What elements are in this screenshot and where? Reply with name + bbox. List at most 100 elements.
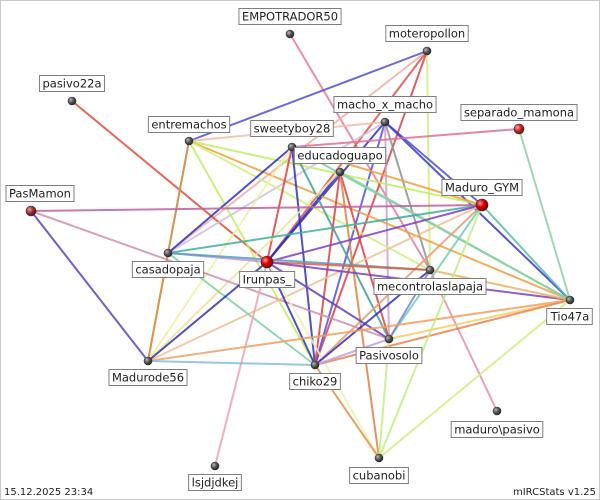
edge-maduro-gym-casadopaja (167, 204, 483, 254)
node-chiko29: chiko29 (289, 360, 341, 390)
node-label-sweetyboy28: sweetyboy28 (254, 122, 331, 136)
node-label-box-casadopaja (131, 261, 205, 278)
node-label-educadoguapo: educadoguapo (297, 149, 382, 163)
edge-entremachos-chiko29 (188, 140, 316, 366)
node-label-box-empotrador50 (238, 8, 342, 25)
node-label-lsjdjdkej: lsjdjdkej (192, 476, 239, 490)
edge-irunpas-mecontrolaslapaja (266, 261, 431, 271)
node-label-mecontrolaslapaja: mecontrolaslapaja (377, 280, 483, 294)
node-label-box-educadoguapo (293, 147, 387, 164)
node-label-macho-x-macho: macho_x_macho (337, 98, 433, 112)
edge-educadoguapo-tio47a (339, 171, 571, 301)
timestamp: 15.12.2025 23:34 (4, 487, 93, 498)
node-label-maduro-gym: Maduro_GYM (445, 181, 519, 195)
node-label-moteropollon: moteropollon (389, 27, 465, 41)
edge-educadoguapo-chiko29 (314, 171, 341, 366)
version-label: mIRCStats v1.25 (513, 487, 596, 498)
node-label-box-pasmamon (5, 185, 75, 202)
node-macho-x-macho: macho_x_macho (333, 96, 437, 127)
node-label-irunpas: Irunpas_ (243, 273, 292, 287)
node-pasivosolo: Pasivosolo (355, 334, 423, 364)
node-lsjdjdkej: lsjdjdkej (188, 461, 242, 491)
node-maduro-pasivo: maduro\pasivo (450, 406, 544, 438)
node-pasivo22a: pasivo22a (38, 75, 106, 106)
node-dot-casadopaja (163, 248, 173, 258)
edge-sweetyboy28-chiko29 (291, 146, 316, 366)
node-dot-separado-mamona (513, 123, 525, 135)
edge-pasmamon-pasivosolo (30, 210, 390, 340)
node-label-box-moteropollon (385, 25, 469, 42)
edge-pasivo22a-irunpas (71, 100, 268, 263)
node-label-madurode56: Madurode56 (112, 371, 184, 385)
edge-tio47a-madurode56 (147, 299, 571, 362)
node-label-tio47a: Tio47a (550, 310, 590, 324)
node-pasmamon: PasMamon (5, 185, 75, 217)
node-label-box-cubanobi (349, 467, 409, 484)
node-label-box-entremachos (147, 116, 231, 133)
edge-educadoguapo-madurode56 (147, 171, 341, 362)
node-dot-tio47a (565, 295, 575, 305)
node-label-box-macho-x-macho (333, 96, 437, 113)
node-entremachos: entremachos (147, 116, 231, 146)
node-dot-empotrador50 (285, 29, 295, 39)
edges-layer (30, 33, 571, 467)
edge-entremachos-maduro-gym (188, 140, 483, 206)
node-mecontrolaslapaja: mecontrolaslapaja (373, 265, 487, 295)
edge-separado-mamona-sweetyboy28 (291, 128, 520, 148)
edge-maduro-gym-madurode56 (147, 204, 483, 362)
edge-tio47a-cubanobi (378, 299, 571, 459)
node-dot-maduro-gym (475, 198, 489, 212)
node-label-box-lsjdjdkej (188, 474, 242, 491)
node-moteropollon: moteropollon (385, 25, 469, 56)
node-dot-maduro-pasivo (492, 406, 502, 416)
node-dot-macho-x-macho (380, 117, 390, 127)
node-label-pasivo22a: pasivo22a (42, 77, 101, 91)
node-dot-entremachos (184, 136, 194, 146)
node-dot-cubanobi (374, 453, 384, 463)
node-dot-mecontrolaslapaja (425, 265, 435, 275)
node-label-chiko29: chiko29 (293, 375, 338, 389)
node-madurode56: Madurode56 (108, 356, 188, 386)
node-label-cubanobi: cubanobi (353, 469, 406, 483)
node-empotrador50: EMPOTRADOR50 (238, 8, 342, 39)
node-dot-pasivo22a (67, 96, 77, 106)
node-dot-irunpas (260, 255, 274, 269)
node-tio47a: Tio47a (546, 295, 593, 325)
node-label-box-separado-mamona (460, 104, 578, 121)
edge-sweetyboy28-madurode56 (147, 146, 293, 362)
node-label-empotrador50: EMPOTRADOR50 (242, 10, 338, 24)
node-dot-moteropollon (422, 46, 432, 56)
node-label-casadopaja: casadopaja (135, 263, 200, 277)
node-dot-educadoguapo (335, 167, 345, 177)
node-label-box-irunpas (239, 271, 296, 288)
edge-maduro-gym-tio47a (481, 204, 571, 301)
edge-pasivosolo-chiko29 (314, 338, 390, 366)
node-sweetyboy28: sweetyboy28 (250, 120, 334, 152)
node-separado-mamona: separado_mamona (460, 104, 578, 135)
node-cubanobi: cubanobi (349, 453, 409, 484)
node-label-box-mecontrolaslapaja (373, 278, 487, 295)
edge-pasmamon-maduro-gym (30, 204, 483, 212)
node-casadopaja: casadopaja (131, 248, 205, 278)
node-label-box-maduro-gym (441, 179, 523, 196)
edge-macho-x-macho-mecontrolaslapaja (384, 121, 431, 271)
node-label-box-madurode56 (108, 369, 188, 386)
edge-maduro-gym-cubanobi (378, 204, 483, 459)
node-label-maduro-pasivo: maduro\pasivo (454, 423, 540, 437)
node-label-box-pasivosolo (355, 347, 423, 364)
edge-maduro-gym-irunpas (266, 204, 483, 263)
node-label-box-sweetyboy28 (250, 120, 334, 137)
node-label-box-maduro-pasivo (450, 421, 544, 438)
nodes-layer: EMPOTRADOR50 moteropollon pasivo22a macho_x… (5, 8, 593, 491)
node-label-separado-mamona: separado_mamona (464, 106, 574, 120)
edge-pasmamon-madurode56 (30, 210, 149, 362)
node-irunpas: Irunpas_ (239, 255, 296, 288)
edge-educadoguapo-irunpas (266, 171, 341, 263)
node-label-pasivosolo: Pasivosolo (359, 349, 419, 363)
node-dot-pasivosolo (384, 334, 394, 344)
edge-separado-mamona-tio47a (518, 128, 571, 301)
edge-irunpas-cubanobi (266, 261, 380, 459)
edge-sweetyboy28-irunpas (266, 146, 293, 263)
node-dot-madurode56 (143, 356, 153, 366)
